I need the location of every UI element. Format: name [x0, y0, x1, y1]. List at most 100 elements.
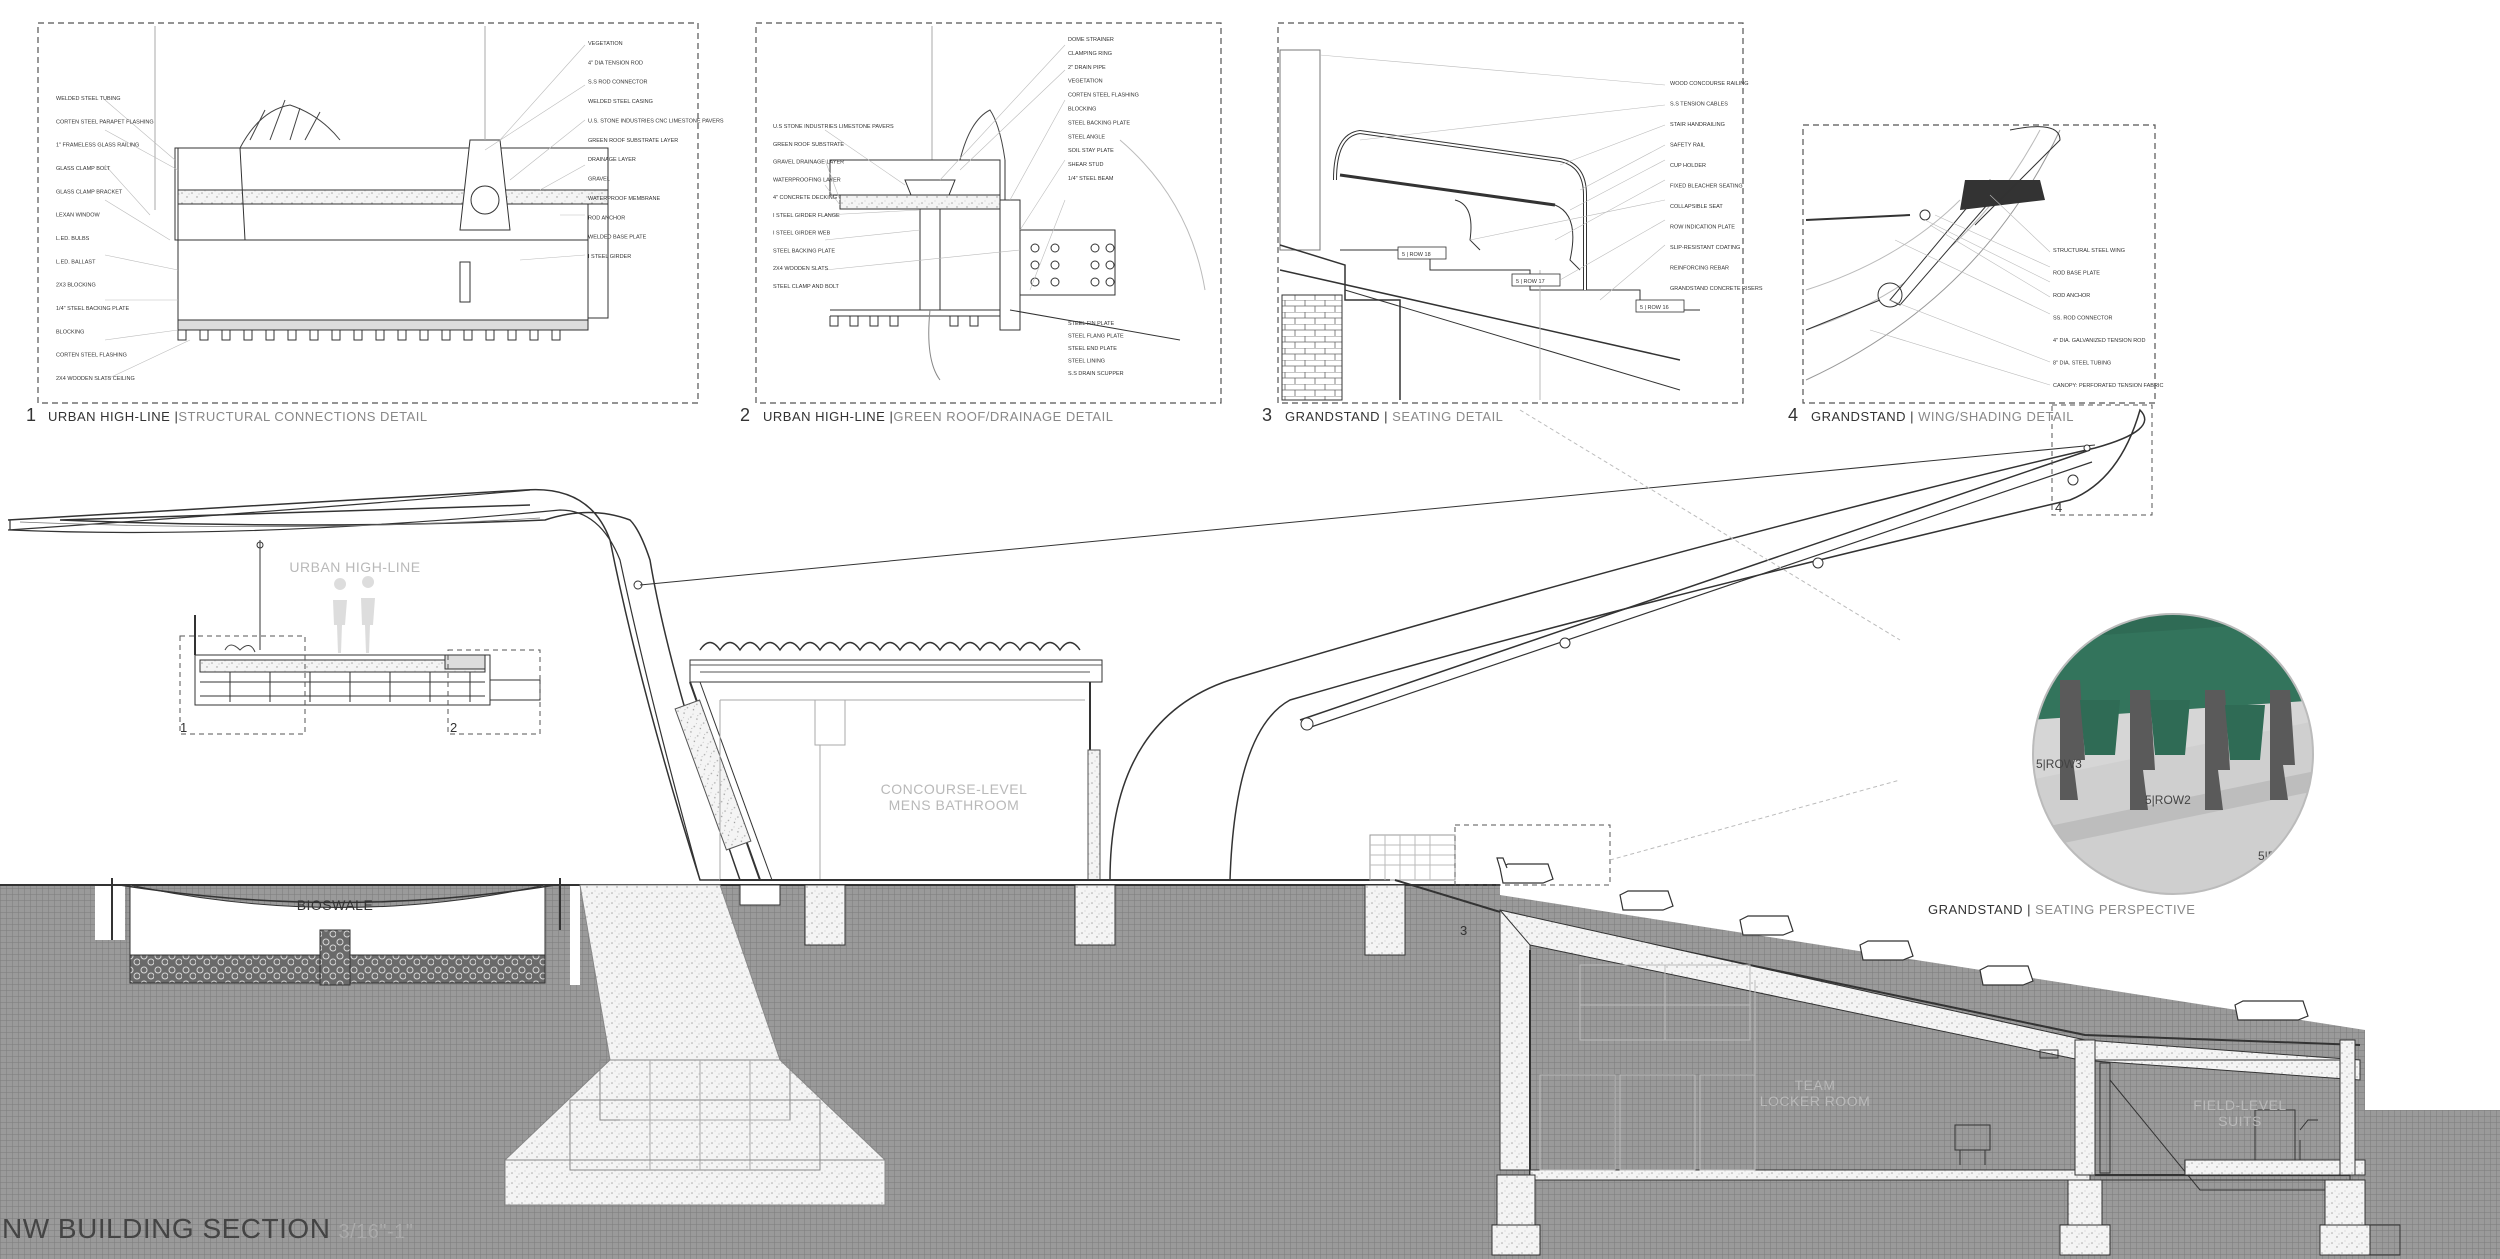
detail-panel-seating: 5 | ROW 18 5 | ROW 17 5 | ROW 16 WOOD CO… — [1262, 22, 1763, 425]
detail-2-right-label-0: DOME STRAINER — [1068, 37, 1114, 43]
detail-2-right-label-4: CORTEN STEEL FLASHING — [1068, 93, 1139, 99]
detail-1-left-label-7: L.ED. BALLAST — [56, 259, 96, 265]
detail-3-row-16: 5 | ROW 16 — [1640, 305, 1669, 311]
detail-1-left-label-5: LEXAN WINDOW — [56, 213, 101, 219]
bioswale: BIOSWALE — [111, 878, 561, 986]
detail-2-number: 2 — [740, 405, 750, 425]
detail-panel-wing-shading: STRUCTURAL STEEL WING ROD BASE PLATE ROD A… — [1788, 124, 2163, 425]
seating-perspective-render: 5|ROW3 5|ROW2 5|ROW1 GRANDSTAND | SEATIN… — [1519, 409, 2314, 917]
callout-3: 3 — [1460, 923, 1467, 938]
locker-room-label-line-2: LOCKER ROOM — [1760, 1093, 1871, 1109]
detail-1-right-labels: VEGETATION 4" DIA TENSION ROD S.S ROD CONN… — [588, 41, 724, 260]
callout-4: 4 — [2055, 500, 2062, 515]
detail-1-left-label-4: GLASS CLAMP BRACKET — [56, 189, 123, 195]
perspective-caption-title: GRANDSTAND — [1928, 902, 2023, 917]
grandstand-section: 3 TEAM LOCKER ROOM — [1369, 824, 2401, 1256]
detail-2-right-label-7: STEEL ANGLE — [1068, 134, 1105, 140]
perspective-row-2: 5|ROW2 — [2145, 793, 2191, 807]
detail-1-title: URBAN HIGH-LINE — [48, 409, 170, 424]
detail-2-bottom-label-2: STEEL END PLATE — [1068, 346, 1117, 352]
detail-1-left-label-9: 1/4" STEEL BACKING PLATE — [56, 306, 130, 312]
detail-3-right-label-8: SLIP-RESISTANT COATING — [1670, 245, 1740, 251]
detail-1-right-label-3: WELDED STEEL CASING — [588, 99, 653, 105]
detail-1-left-label-12: 2X4 WOODEN SLATS CEILING — [56, 376, 135, 382]
detail-1-right-label-11: I STEEL GIRDER — [588, 254, 631, 260]
svg-text:GRANDSTAND | WING/SHADING DETA: GRANDSTAND | WING/SHADING DETAIL — [1811, 409, 2074, 424]
locker-room-label-line-1: TEAM — [1795, 1077, 1836, 1093]
detail-2-left-label-1: GREEN ROOF SUBSTRATE — [773, 142, 844, 148]
svg-text:GRANDSTAND | SEATING DETAIL: GRANDSTAND | SEATING DETAIL — [1285, 409, 1503, 424]
detail-1-right-label-1: 4" DIA TENSION ROD — [588, 60, 643, 66]
bathroom-label-line-1: CONCOURSE-LEVEL — [881, 781, 1028, 797]
detail-1-right-label-8: WATERPROOF MEMBRANE — [588, 196, 660, 202]
svg-text:URBAN HIGH-LINE |STRUCTURAL CO: URBAN HIGH-LINE |STRUCTURAL CONNECTIONS … — [48, 409, 428, 424]
detail-2-right-label-9: SHEAR STUD — [1068, 162, 1103, 168]
detail-2-left-label-5: I STEEL GIRDER FLANGE — [773, 213, 840, 219]
perspective-row-3: 5|ROW3 — [2036, 757, 2082, 771]
suits-label-line-1: FIELD-LEVEL — [2193, 1097, 2286, 1113]
detail-2-bottom-label-0: STEEL FIN PLATE — [1068, 321, 1114, 327]
detail-1-left-label-11: CORTEN STEEL FLASHING — [56, 353, 127, 359]
detail-3-right-label-2: STAIR HANDRAILING — [1670, 122, 1725, 128]
central-foundation — [504, 884, 886, 1206]
detail-1-subtitle: STRUCTURAL CONNECTIONS DETAIL — [178, 409, 427, 424]
bathroom-label-line-2: MENS BATHROOM — [889, 797, 1020, 813]
detail-2-left-label-3: WATERPROOFING LAYER — [773, 177, 841, 183]
detail-1-left-label-6: L.ED. BULBS — [56, 236, 90, 242]
detail-1-right-label-5: GREEN ROOF SUBSTRATE LAYER — [588, 138, 678, 144]
concourse-bathroom: CONCOURSE-LEVEL MENS BATHROOM — [674, 641, 1406, 956]
detail-4-right-label-1: ROD BASE PLATE — [2053, 271, 2100, 277]
perspective-caption-subtitle: SEATING PERSPECTIVE — [2035, 902, 2195, 917]
detail-1-number: 1 — [26, 405, 36, 425]
detail-1-left-label-0: WELDED STEEL TUBING — [56, 96, 121, 102]
detail-2-right-label-5: BLOCKING — [1068, 107, 1096, 113]
detail-1-right-label-6: DRAINAGE LAYER — [588, 157, 636, 163]
detail-3-right-label-9: REINFORCING REBAR — [1670, 266, 1729, 272]
detail-2-bottom-label-3: STEEL LINING — [1068, 359, 1105, 365]
detail-1-left-label-10: BLOCKING — [56, 329, 84, 335]
detail-2-right-label-8: SOIL STAY PLATE — [1068, 148, 1114, 154]
detail-3-right-label-0: WOOD CONCOURSE RAILING — [1670, 81, 1749, 87]
detail-2-title: URBAN HIGH-LINE — [763, 409, 885, 424]
detail-4-right-label-6: CANOPY: PERFORATED TENSION FABRIC — [2053, 383, 2163, 389]
detail-3-row-18: 5 | ROW 18 — [1402, 252, 1431, 258]
section-title: NW BUILDING SECTION — [2, 1213, 330, 1244]
detail-4-title: GRANDSTAND — [1811, 409, 1906, 424]
detail-2-left-label-2: GRAVEL DRAINAGE LAYER — [773, 160, 844, 166]
callout-1: 1 — [180, 720, 187, 735]
detail-2-right-label-2: 2" DRAIN PIPE — [1068, 65, 1106, 71]
detail-2-right-label-10: 1/4" STEEL BEAM — [1068, 176, 1114, 182]
detail-4-right-label-2: ROD ANCHOR — [2053, 293, 2090, 299]
detail-4-number: 4 — [1788, 405, 1798, 425]
detail-3-right-label-3: SAFETY RAIL — [1670, 143, 1705, 149]
detail-2-left-label-0: U.S STONE INDUSTRIES LIMESTONE PAVERS — [773, 124, 894, 130]
svg-text:GRANDSTAND | SEATING PERSPECTI: GRANDSTAND | SEATING PERSPECTIVE — [1928, 902, 2195, 917]
detail-1-right-label-4: U.S. STONE INDUSTRIES CNC LIMESTONE PAVE… — [588, 118, 724, 124]
detail-1-left-label-8: 2X3 BLOCKING — [56, 283, 96, 289]
detail-1-separator: | — [170, 409, 178, 424]
detail-4-separator: | — [1906, 409, 1918, 424]
detail-3-subtitle: SEATING DETAIL — [1392, 409, 1503, 424]
bioswale-label: BIOSWALE — [297, 897, 374, 913]
detail-1-right-label-2: S.S ROD CONNECTOR — [588, 80, 648, 86]
detail-4-right-label-3: SS. ROD CONNECTOR — [2053, 316, 2113, 322]
grandstand-wing: 4 — [1109, 404, 2153, 881]
detail-3-right-label-6: COLLAPSIBLE SEAT — [1670, 204, 1723, 210]
detail-2-right-label-1: CLAMPING RING — [1068, 51, 1112, 57]
detail-1-right-label-0: VEGETATION — [588, 41, 623, 47]
detail-4-right-label-0: STRUCTURAL STEEL WING — [2053, 248, 2125, 254]
detail-2-subtitle: GREEN ROOF/DRAINAGE DETAIL — [893, 409, 1113, 424]
detail-3-right-label-1: S.S TENSION CABLES — [1670, 102, 1728, 108]
perspective-caption-separator: | — [2023, 902, 2035, 917]
detail-3-title: GRANDSTAND — [1285, 409, 1380, 424]
detail-1-right-label-10: WELDED BASE PLATE — [588, 235, 647, 241]
detail-3-right-label-7: ROW INDICATION PLATE — [1670, 225, 1735, 231]
detail-3-row-17: 5 | ROW 17 — [1516, 279, 1545, 285]
detail-1-right-label-9: ROD ANCHOR — [588, 215, 625, 221]
detail-2-left-labels: U.S STONE INDUSTRIES LIMESTONE PAVERS GRE… — [773, 124, 894, 290]
svg-text:URBAN HIGH-LINE |GREEN ROOF/DR: URBAN HIGH-LINE |GREEN ROOF/DRAINAGE DET… — [763, 409, 1113, 424]
